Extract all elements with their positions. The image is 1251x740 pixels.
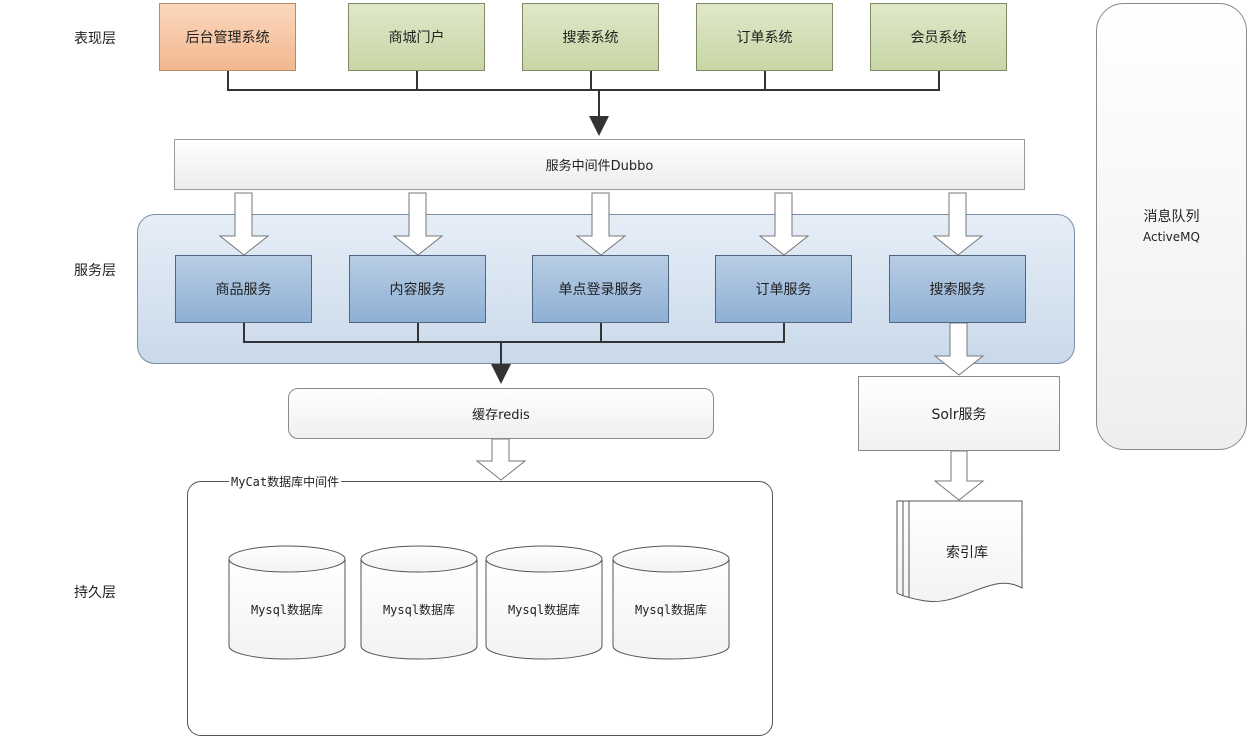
mq-name: 消息队列	[1143, 208, 1200, 225]
message-queue-activemq: 消息队列 ActiveMQ	[1096, 3, 1247, 450]
service-product: 商品服务	[175, 255, 312, 323]
mysql-db-label-2: Mysql数据库	[382, 603, 456, 617]
service-content: 内容服务	[349, 255, 486, 323]
presentation-search-system: 搜索系统	[522, 3, 659, 71]
presentation-admin-system: 后台管理系统	[159, 3, 296, 71]
mysql-db-label-1: Mysql数据库	[250, 603, 324, 617]
layer-label-service: 服务层	[74, 263, 116, 279]
presentation-mall-portal: 商城门户	[348, 3, 485, 71]
presentation-bus-connector	[227, 71, 940, 136]
index-library-shape	[896, 500, 1023, 603]
mysql-cylinder-3	[485, 545, 603, 660]
services-bus-connector	[243, 323, 785, 384]
solr-to-index-arrow	[933, 450, 985, 501]
mysql-cylinder-4	[612, 545, 730, 660]
mycat-frame-title: MyCat数据库中间件	[229, 473, 342, 490]
search-to-solr-arrow	[933, 322, 985, 376]
presentation-member-system: 会员系统	[870, 3, 1007, 71]
cache-redis: 缓存redis	[288, 388, 714, 439]
layer-label-presentation: 表现层	[74, 31, 116, 47]
service-order: 订单服务	[715, 255, 852, 323]
cache-to-mycat-arrow	[475, 438, 527, 481]
middleware-to-services-arrows	[218, 192, 984, 256]
presentation-order-system: 订单系统	[696, 3, 833, 71]
mysql-cylinder-2	[360, 545, 478, 660]
mysql-cylinder-1	[228, 545, 346, 660]
service-search: 搜索服务	[889, 255, 1026, 323]
layer-label-persistence: 持久层	[74, 585, 116, 601]
dubbo-middleware: 服务中间件Dubbo	[174, 139, 1025, 190]
mq-product: ActiveMQ	[1143, 229, 1200, 244]
solr-service: Solr服务	[858, 376, 1060, 451]
service-sso: 单点登录服务	[532, 255, 669, 323]
mysql-db-label-4: Mysql数据库	[634, 603, 708, 617]
index-library-label: 索引库	[946, 545, 988, 561]
mysql-db-label-3: Mysql数据库	[507, 603, 581, 617]
